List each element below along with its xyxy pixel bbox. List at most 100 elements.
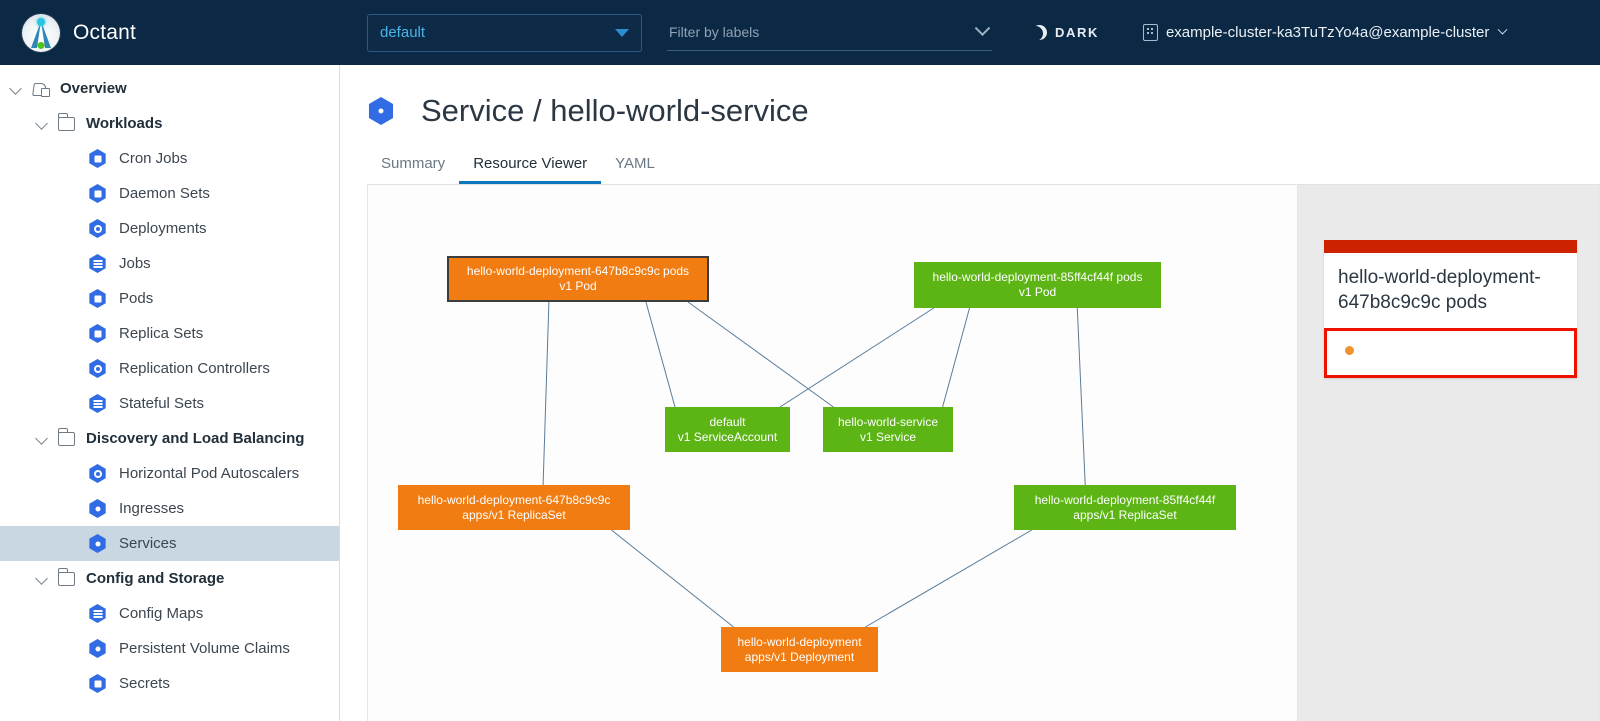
namespace-select[interactable]: default [367, 13, 642, 52]
graph-node-title: hello-world-service [837, 414, 939, 429]
k8s-hpa-icon [88, 464, 107, 483]
sidebar-item-config-maps[interactable]: Config Maps [0, 596, 339, 631]
sidebar-item-horizontal-pod-autoscalers[interactable]: Horizontal Pod Autoscalers [0, 456, 339, 491]
sidebar-item-cron-jobs[interactable]: Cron Jobs [0, 141, 339, 176]
k8s-replicaset-icon [88, 324, 107, 343]
sidebar-item-services[interactable]: Services [0, 526, 339, 561]
graph-node-subtitle: v1 Pod [559, 279, 597, 293]
sidebar-item-label: Ingresses [119, 500, 185, 517]
card-status-section [1324, 328, 1577, 378]
sidebar-item-label: Services [119, 535, 177, 552]
k8s-job-icon [88, 254, 107, 273]
tab-resource-viewer[interactable]: Resource Viewer [459, 149, 602, 184]
tab-yaml[interactable]: YAML [615, 155, 655, 172]
moon-icon [1032, 25, 1047, 40]
sidebar-item-replication-controllers[interactable]: Replication Controllers [0, 351, 339, 386]
tab-summary[interactable]: Summary [381, 155, 446, 172]
chevron-down-icon[interactable] [8, 80, 26, 98]
k8s-service-icon [367, 97, 395, 125]
chevron-down-icon [1497, 24, 1508, 35]
resource-viewer: hello-world-deployment-647b8c9c9c pods v1… [367, 185, 1600, 721]
chevron-down-icon[interactable] [34, 115, 52, 133]
sidebar-item-label: Workloads [86, 115, 163, 132]
k8s-pod-icon [88, 289, 107, 308]
k8s-configmap-icon [88, 604, 107, 623]
k8s-secret-icon [88, 674, 107, 693]
page-title: Service / hello-world-service [421, 93, 809, 128]
cluster-icon [1142, 24, 1158, 41]
graph-node-subtitle: apps/v1 ReplicaSet [1073, 507, 1177, 522]
graph-node-title: hello-world-deployment [737, 634, 862, 649]
brand[interactable]: Octant [22, 13, 340, 52]
sidebar-item-label: Discovery and Load Balancing [86, 430, 305, 447]
sidebar-item-workloads[interactable]: Workloads [0, 106, 339, 141]
sidebar-item-label: Config Maps [119, 605, 204, 622]
main-content: Service / hello-world-service Summary Res… [340, 65, 1600, 721]
sidebar-item-label: Pods [119, 290, 154, 307]
sidebar-item-secrets[interactable]: Secrets [0, 666, 339, 701]
sidebar-item-label: Config and Storage [86, 570, 225, 587]
cluster-value: example-cluster-ka3TuTzYo4a@example-clus… [1165, 24, 1490, 41]
sidebar-item-label: Replication Controllers [119, 360, 270, 377]
chevron-down-icon[interactable] [34, 570, 52, 588]
sidebar-item-label: Replica Sets [119, 325, 204, 342]
sidebar-item-daemon-sets[interactable]: Daemon Sets [0, 176, 339, 211]
sidebar-item-jobs[interactable]: Jobs [0, 246, 339, 281]
k8s-ingress-icon [88, 499, 107, 518]
page-header: Service / hello-world-service [340, 65, 1600, 129]
sidebar-item-label: Deployments [119, 220, 207, 237]
brand-name: Octant [73, 20, 137, 44]
overview-icon [32, 81, 50, 97]
sidebar-item-label: Persistent Volume Claims [119, 640, 290, 657]
graph-node-subtitle: v1 Service [859, 429, 917, 444]
k8s-cronjob-icon [88, 149, 107, 168]
theme-toggle-label: DARK [1055, 25, 1099, 40]
sidebar-item-replica-sets[interactable]: Replica Sets [0, 316, 339, 351]
k8s-daemonset-icon [88, 184, 107, 203]
chevron-down-icon [615, 28, 629, 37]
chevron-down-icon [974, 19, 991, 36]
label-filter-placeholder: Filter by labels [669, 24, 760, 40]
sidebar-item-deployments[interactable]: Deployments [0, 211, 339, 246]
label-filter-input[interactable]: Filter by labels [667, 15, 992, 51]
detail-card[interactable]: hello-world-deployment-647b8c9c9c pods [1324, 240, 1577, 378]
graph-node-subtitle: v1 ServiceAccount [677, 429, 778, 444]
sidebar-item-label: Jobs [119, 255, 151, 272]
chevron-down-icon[interactable] [34, 430, 52, 448]
sidebar-item-label: Horizontal Pod Autoscalers [119, 465, 300, 482]
k8s-pvc-icon [88, 639, 107, 658]
k8s-statefulset-icon [88, 394, 107, 413]
cluster-select[interactable]: example-cluster-ka3TuTzYo4a@example-clus… [1142, 24, 1508, 41]
k8s-replicationcontroller-icon [88, 359, 107, 378]
sidebar-item-pods[interactable]: Pods [0, 281, 339, 316]
sidebar-item-label: Overview [60, 80, 127, 97]
detail-panel: hello-world-deployment-647b8c9c9c pods [1297, 185, 1599, 721]
sidebar-item-stateful-sets[interactable]: Stateful Sets [0, 386, 339, 421]
folder-icon [57, 428, 75, 446]
k8s-deployment-icon [88, 219, 107, 238]
sidebar-item-discovery-and-load-balancing[interactable]: Discovery and Load Balancing [0, 421, 339, 456]
graph-node-title: hello-world-deployment-85ff4cf44f [1034, 492, 1216, 507]
graph-node-subtitle: apps/v1 ReplicaSet [462, 507, 566, 522]
theme-toggle[interactable]: DARK [1032, 25, 1099, 40]
sidebar-item-ingresses[interactable]: Ingresses [0, 491, 339, 526]
namespace-value: default [380, 24, 426, 41]
sidebar-item-label: Stateful Sets [119, 395, 205, 412]
sidebar-item-persistent-volume-claims[interactable]: Persistent Volume Claims [0, 631, 339, 666]
card-status-bar [1324, 240, 1577, 253]
sidebar-item-label: Daemon Sets [119, 185, 210, 202]
graph-edges [542, 301, 1086, 628]
sidebar-item-overview[interactable]: Overview [0, 71, 339, 106]
sidebar-item-config-and-storage[interactable]: Config and Storage [0, 561, 339, 596]
